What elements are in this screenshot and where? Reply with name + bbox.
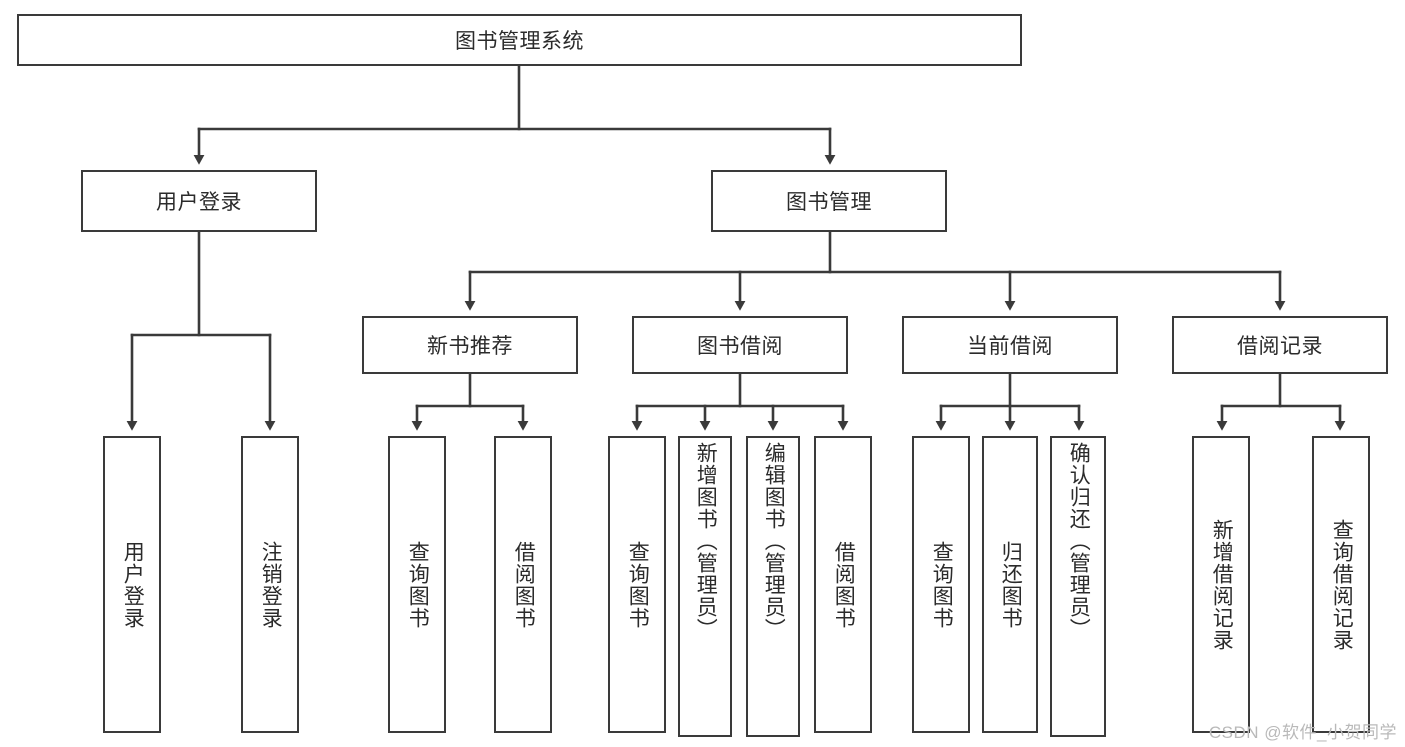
node-new-book-recommend[interactable]: 新书推荐 — [362, 316, 578, 374]
node-borrow-record-label: 借阅记录 — [1237, 335, 1323, 358]
node-leaf-add-book[interactable]: 新增图书（管理员） — [678, 436, 732, 737]
node-book-borrow-label: 图书借阅 — [697, 335, 783, 358]
node-leaf-edit-book-label: 编辑图书（管理员） — [762, 442, 786, 640]
node-leaf-return-book-label: 归还图书 — [999, 540, 1023, 629]
node-user-login[interactable]: 用户登录 — [81, 170, 317, 232]
node-leaf-user-logout[interactable]: 注销登录 — [241, 436, 299, 733]
node-leaf-query-book-1-label: 查询图书 — [406, 540, 430, 629]
node-leaf-edit-book[interactable]: 编辑图书（管理员） — [746, 436, 800, 737]
node-root-label: 图书管理系统 — [455, 30, 584, 53]
node-book-management-label: 图书管理 — [786, 191, 872, 214]
node-root[interactable]: 图书管理系统 — [17, 14, 1022, 66]
node-leaf-query-record[interactable]: 查询借阅记录 — [1312, 436, 1370, 733]
csdn-watermark: CSDN @软件_小贺同学 — [1208, 723, 1397, 742]
node-leaf-user-login[interactable]: 用户登录 — [103, 436, 161, 733]
node-leaf-add-record[interactable]: 新增借阅记录 — [1192, 436, 1250, 733]
node-leaf-query-book-3-label: 查询图书 — [930, 540, 954, 629]
node-leaf-query-record-label: 查询借阅记录 — [1330, 518, 1354, 651]
node-user-login-label: 用户登录 — [156, 191, 242, 214]
node-leaf-borrow-book-2[interactable]: 借阅图书 — [814, 436, 872, 733]
node-book-management[interactable]: 图书管理 — [711, 170, 947, 232]
node-leaf-borrow-book-2-label: 借阅图书 — [832, 540, 856, 629]
node-leaf-confirm-return[interactable]: 确认归还（管理员） — [1050, 436, 1106, 737]
node-leaf-query-book-2-label: 查询图书 — [626, 540, 650, 629]
node-current-borrow-label: 当前借阅 — [967, 335, 1053, 358]
node-leaf-add-book-label: 新增图书（管理员） — [694, 442, 718, 640]
node-new-book-recommend-label: 新书推荐 — [427, 335, 513, 358]
node-leaf-user-logout-label: 注销登录 — [259, 540, 283, 629]
node-current-borrow[interactable]: 当前借阅 — [902, 316, 1118, 374]
node-borrow-record[interactable]: 借阅记录 — [1172, 316, 1388, 374]
node-leaf-query-book-2[interactable]: 查询图书 — [608, 436, 666, 733]
node-leaf-user-login-label: 用户登录 — [121, 540, 145, 629]
node-leaf-return-book[interactable]: 归还图书 — [982, 436, 1038, 733]
node-leaf-query-book-3[interactable]: 查询图书 — [912, 436, 970, 733]
node-leaf-confirm-return-label: 确认归还（管理员） — [1067, 442, 1091, 640]
node-leaf-borrow-book-1-label: 借阅图书 — [512, 540, 536, 629]
node-leaf-query-book-1[interactable]: 查询图书 — [388, 436, 446, 733]
node-leaf-borrow-book-1[interactable]: 借阅图书 — [494, 436, 552, 733]
node-leaf-add-record-label: 新增借阅记录 — [1210, 518, 1234, 651]
node-book-borrow[interactable]: 图书借阅 — [632, 316, 848, 374]
